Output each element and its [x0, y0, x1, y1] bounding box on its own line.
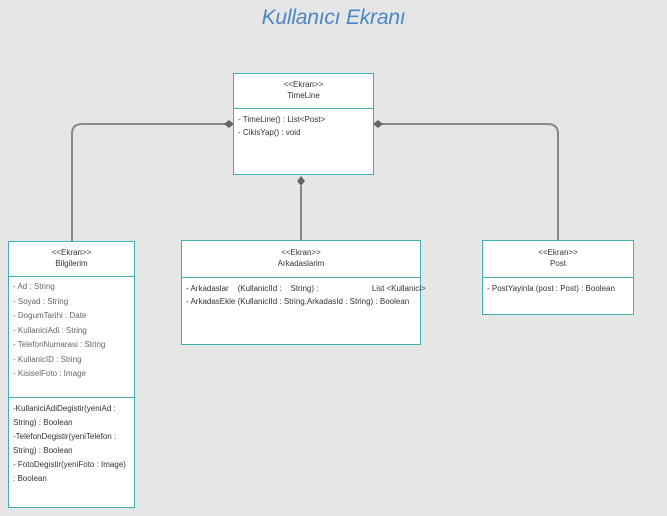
attribute: - Ad : String [13, 282, 55, 291]
attribute: - DogumTarihi : Date [13, 311, 87, 320]
methods-section: -KullaniciAdiDegistir(yeniAd : String) :… [9, 397, 134, 489]
composition-diamond-bottom [297, 176, 305, 186]
attribute: - Soyad : String [13, 296, 69, 306]
class-timeline[interactable]: <<Ekran>> TimeLine - TimeLine() : List<P… [233, 73, 374, 175]
composition-diamond-left [224, 120, 234, 128]
class-arkadaslarim[interactable]: <<Ekran>> Arkadaslarim - Arkadaslar (Kul… [181, 240, 426, 345]
method: -KullaniciAdiDegistir(yeniAd : String) :… [13, 404, 116, 427]
attribute: - KullaniciAdi : String [13, 325, 87, 335]
stereotype-label: <<Ekran>> [283, 80, 324, 89]
class-post[interactable]: <<Ekran>> Post - PostYayinla (post : Pos… [482, 240, 634, 315]
attribute: - KullanicID : String [13, 354, 82, 364]
class-name: Arkadaslarim [277, 259, 325, 268]
method: - FotoDegistir(yeniFoto : Image) : Boole… [13, 460, 126, 483]
connector-bilgilerim [71, 123, 226, 241]
diagram-title: Kullanıcı Ekranı [261, 6, 406, 29]
methods-section: - PostYayinla (post : Post) : Boolean [483, 278, 633, 298]
methods-section: - Arkadaslar (KullanicIId : String) : Li… [182, 278, 426, 311]
attribute: - KisiselFoto : Image [13, 369, 86, 378]
connector-post [381, 123, 559, 241]
attributes-section: - Ad : String - Soyad : String - DogumTa… [9, 277, 134, 397]
method: - PostYayinla (post : Post) : Boolean [487, 284, 615, 293]
class-name: Bilgilerim [55, 259, 88, 268]
class-header: <<Ekran>> Post [483, 241, 633, 278]
class-name: TimeLine [287, 91, 320, 100]
class-header: <<Ekran>> TimeLine [234, 74, 373, 109]
composition-diamond-right [373, 120, 383, 128]
class-header: <<Ekran>> Arkadaslarim [182, 241, 420, 278]
class-name: Post [549, 259, 566, 268]
class-header: <<Ekran>> Bilgilerim [9, 242, 134, 277]
class-bilgilerim[interactable]: <<Ekran>> Bilgilerim - Ad : String - Soy… [8, 241, 135, 508]
methods-section: - TimeLine() : List<Post> - CikisYap() :… [234, 109, 373, 142]
method: - TimeLine() : List<Post> [238, 115, 326, 124]
stereotype-label: <<Ekran>> [538, 248, 578, 257]
stereotype-label: <<Ekran>> [281, 248, 321, 257]
attribute: - TelefonNumarasi : String [13, 340, 106, 349]
stereotype-label: <<Ekran>> [51, 248, 92, 257]
method: - CikisYap() : void [238, 128, 301, 137]
method: -TelefonDegistir(yeniTelefon : String) :… [13, 432, 117, 455]
method: - Arkadaslar (KullanicIId : String) : Li… [186, 284, 426, 293]
method: - ArkadasEkle (KullanicIId : String,Arka… [186, 297, 410, 306]
